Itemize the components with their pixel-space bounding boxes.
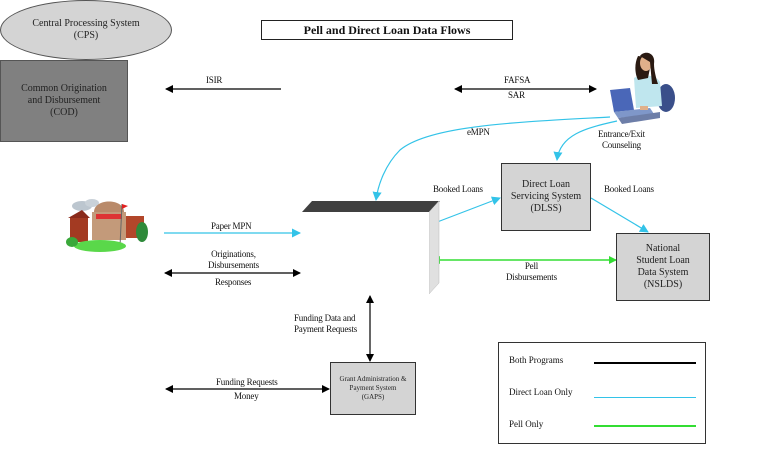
responses-label: Responses [215,277,252,287]
empn-label: eMPN [467,127,490,137]
gaps-node: Grant Administration & Payment System (G… [330,362,416,415]
booked-loans-cod-dlss-label: Booked Loans [433,184,483,194]
gaps-label: Grant Administration & Payment System (G… [339,375,407,401]
originations-label: Originations, Disbursements [208,249,259,270]
pell-disbursements-label: Pell Disbursements [506,261,557,282]
nslds-label: National Student Loan Data System (NSLDS… [636,243,690,290]
cod-box-top [302,201,440,212]
legend-item-both-label: Both Programs [509,355,564,365]
money-label: Money [234,391,259,401]
sar-label: SAR [508,90,525,100]
booked-loans-cod-dlss-arrow [431,196,501,225]
cod-label: Common Origination and Disbursement (COD… [21,83,107,118]
counseling-arrow [553,120,618,161]
student-laptop-icon [610,52,675,124]
cps-label: Central Processing System (CPS) [32,18,140,41]
legend: Both Programs Direct Loan Only Pell Only [498,342,706,444]
legend-item-pell-swatch [594,425,696,427]
legend-item-direct-loan-swatch [594,397,696,398]
college-building-icon [66,199,148,252]
booked-loans-dlss-nslds-arrow [590,197,649,233]
empn-arrow [372,116,611,201]
nslds-node: National Student Loan Data System (NSLDS… [616,233,710,301]
cps-node: Central Processing System (CPS) [0,0,172,60]
booked-loans-dlss-nslds-label: Booked Loans [604,184,654,194]
dlss-node: Direct Loan Servicing System (DLSS) [501,163,591,231]
fafsa-label: FAFSA [504,75,531,85]
diagram-title: Pell and Direct Loan Data Flows [261,20,513,40]
dlss-label: Direct Loan Servicing System (DLSS) [510,179,582,214]
legend-item-pell-label: Pell Only [509,419,544,429]
legend-item-direct-loan-label: Direct Loan Only [509,387,573,397]
funding-data-label: Funding Data and Payment Requests [294,313,358,334]
legend-item-both-swatch [594,362,696,364]
funding-requests-label: Funding Requests [216,377,278,387]
isir-label: ISIR [206,75,223,85]
counseling-label: Entrance/Exit Counseling [598,129,645,150]
cod-node: Common Origination and Disbursement (COD… [0,60,128,142]
paper-mpn-label: Paper MPN [211,221,252,231]
cod-box-side [429,201,440,295]
